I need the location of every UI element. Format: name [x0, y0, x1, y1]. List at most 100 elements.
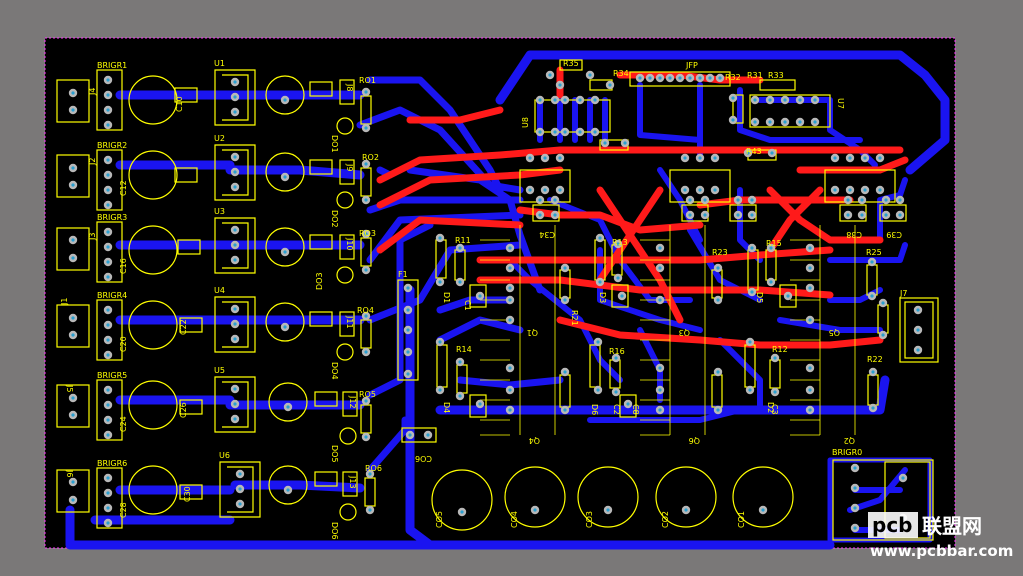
pad-hole — [364, 435, 368, 439]
pad-hole — [238, 502, 242, 506]
pad-hole — [438, 388, 442, 392]
ic-u10 — [669, 169, 731, 203]
label-d6: D6 — [590, 404, 599, 415]
pad-hole — [233, 95, 237, 99]
pad-hole — [638, 76, 642, 80]
label-brigr2: BRIGR2 — [97, 141, 127, 150]
input-connectors — [56, 79, 90, 513]
pad-hole — [846, 198, 850, 202]
pad-hole — [71, 396, 75, 400]
pad-hole — [553, 198, 557, 202]
pad-hole — [606, 508, 610, 512]
label-c16: C16 — [119, 258, 128, 274]
pad-hole — [716, 298, 720, 302]
pad-hole — [283, 175, 287, 179]
label-c34: C34 — [539, 230, 555, 239]
label-f1: F1 — [398, 270, 408, 279]
pad-hole — [593, 130, 597, 134]
label-j11: J11 — [345, 315, 354, 329]
pad-hole — [558, 156, 562, 160]
pad-hole — [808, 366, 812, 370]
pad-hole — [808, 266, 812, 270]
pad-hole — [543, 188, 547, 192]
pad-hole — [106, 78, 110, 82]
pad-hole — [750, 213, 754, 217]
pad-hole — [106, 230, 110, 234]
pad-hole — [901, 476, 905, 480]
pad-hole — [106, 158, 110, 162]
pad-hole — [106, 338, 110, 342]
pad-hole — [596, 340, 600, 344]
output-terminal-j7 — [899, 297, 939, 363]
pad-hole — [588, 73, 592, 77]
silkscreen-labels: BRIGR1 BRIGR2 BRIGR3 BRIGR4 BRIGR5 BRIGR… — [60, 59, 907, 540]
pad-hole — [808, 408, 812, 412]
pad-hole — [508, 388, 512, 392]
amplifier-section — [397, 59, 939, 541]
pad-hole — [106, 108, 110, 112]
pad-hole — [563, 266, 567, 270]
label-r34: R34 — [613, 69, 629, 78]
pad-hole — [233, 258, 237, 262]
pad-hole — [283, 325, 287, 329]
label-ro4: RO4 — [357, 306, 374, 315]
pad-hole — [753, 98, 757, 102]
pad-hole — [658, 298, 662, 302]
label-d4: D4 — [442, 402, 451, 413]
label-d1: D1 — [442, 292, 451, 303]
pad-hole — [71, 91, 75, 95]
label-c38: C38 — [846, 230, 862, 239]
pad-hole — [596, 388, 600, 392]
pad-hole — [406, 308, 410, 312]
cap-co4 — [504, 466, 566, 528]
pad-hole — [508, 408, 512, 412]
pad-hole — [884, 198, 888, 202]
pad-hole — [773, 390, 777, 394]
pad-hole — [563, 298, 567, 302]
label-do2: DO2 — [330, 210, 339, 228]
pad-hole — [553, 213, 557, 217]
pad-hole — [458, 246, 462, 250]
pad-hole — [563, 130, 567, 134]
pad-hole — [563, 370, 567, 374]
pad-hole — [616, 276, 620, 280]
pad-hole — [658, 388, 662, 392]
pad-hole — [848, 188, 852, 192]
small-capacitors — [174, 81, 338, 500]
label-r12: R12 — [772, 345, 788, 354]
label-jfp: JFP — [685, 61, 698, 70]
label-brigr5: BRIGR5 — [97, 371, 127, 380]
label-r16: R16 — [609, 347, 625, 356]
label-j12: J12 — [348, 395, 357, 409]
label-co1: CO1 — [737, 511, 746, 528]
label-u7: U7 — [836, 98, 845, 109]
pad-hole — [863, 156, 867, 160]
pad-hole — [716, 408, 720, 412]
pad-hole — [233, 185, 237, 189]
pad-hole — [658, 408, 662, 412]
pad-hole — [881, 301, 885, 305]
pad-hole — [233, 170, 237, 174]
pad-hole — [438, 280, 442, 284]
label-do6: DO6 — [330, 522, 339, 540]
pad-hole — [853, 466, 857, 470]
transistor-heatsink-lines — [480, 225, 856, 436]
top-layer-traces — [376, 66, 909, 349]
pad-hole — [846, 213, 850, 217]
watermark-brand: 联盟网 — [922, 514, 982, 538]
pad-hole — [508, 318, 512, 322]
component-pads — [68, 70, 923, 533]
ic-u9 — [519, 169, 571, 203]
pad-hole — [233, 307, 237, 311]
label-d3: D3 — [598, 292, 607, 303]
pad-hole — [769, 246, 773, 250]
header-j7 — [904, 301, 934, 359]
label-brigr1: BRIGR1 — [97, 61, 127, 70]
label-d5: D5 — [755, 292, 764, 303]
pad-hole — [783, 120, 787, 124]
pad-hole — [368, 472, 372, 476]
pad-hole — [808, 286, 812, 290]
label-u4: U4 — [214, 286, 225, 295]
pad-hole — [508, 366, 512, 370]
